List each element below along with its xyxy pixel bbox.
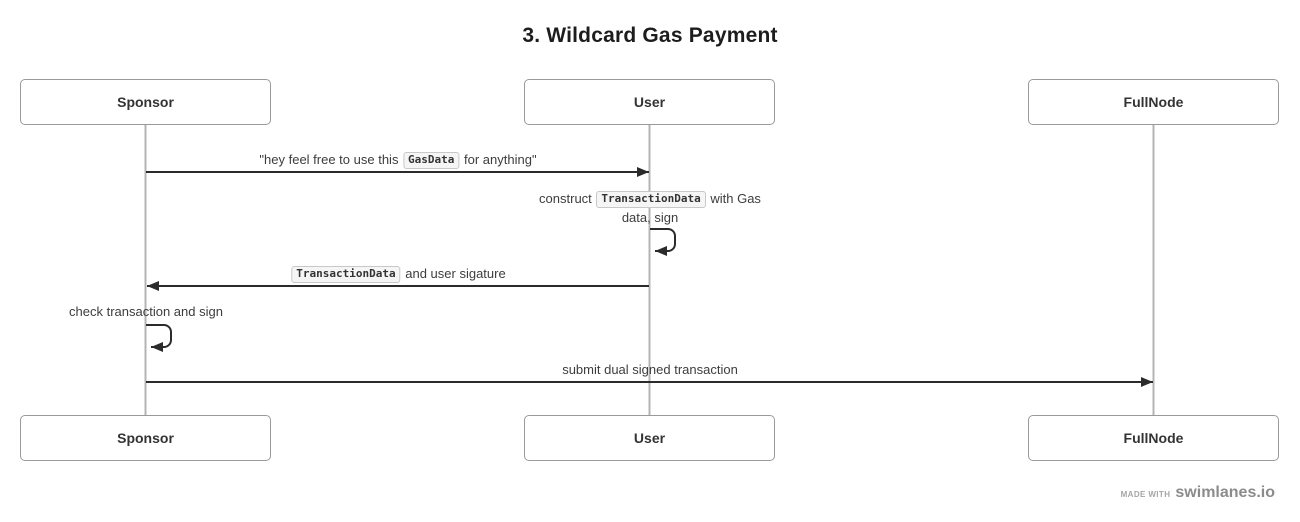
diagram-title: 3. Wildcard Gas Payment <box>522 24 778 47</box>
message-label-check-transaction: check transaction and sign <box>69 302 223 321</box>
actor-label-fullnode: FullNode <box>1123 94 1184 110</box>
message-text: and user sigature <box>401 266 506 281</box>
message-label-gasdata-offer: "hey feel free to use this GasData for a… <box>259 150 537 169</box>
actor-box-fullnode-bottom: FullNode <box>1028 415 1279 461</box>
actor-label-sponsor: Sponsor <box>117 430 174 446</box>
actor-box-user-top: User <box>524 79 775 125</box>
footer: MADE WITH swimlanes.io <box>1121 484 1275 502</box>
actor-box-user-bottom: User <box>524 415 775 461</box>
code-chip-transactiondata: TransactionData <box>596 191 706 208</box>
message-text: with Gas data, sign <box>621 191 761 225</box>
message-text: check transaction and sign <box>69 304 223 319</box>
self-loop-user <box>650 228 676 256</box>
message-text: for anything" <box>460 152 537 167</box>
message-text: "hey feel free to use this <box>259 152 403 167</box>
message-text: submit dual signed transaction <box>562 362 738 377</box>
message-label-construct-transaction: construct TransactionData with Gas data,… <box>525 189 775 227</box>
actor-box-sponsor-bottom: Sponsor <box>20 415 271 461</box>
actor-label-user: User <box>633 94 666 110</box>
message-label-transactiondata-signature: TransactionData and user sigature <box>290 264 506 283</box>
message-label-submit-transaction: submit dual signed transaction <box>562 360 738 379</box>
actor-label-fullnode: FullNode <box>1123 430 1184 446</box>
code-chip-transactiondata: TransactionData <box>291 266 401 283</box>
made-with-label: MADE WITH <box>1120 490 1171 499</box>
self-loop-sponsor <box>146 324 172 352</box>
swimlanes-brand-link[interactable]: swimlanes.io <box>1175 484 1275 501</box>
actor-label-user: User <box>633 430 666 446</box>
code-chip-gasdata: GasData <box>403 152 460 169</box>
actor-box-sponsor-top: Sponsor <box>20 79 271 125</box>
message-text: construct <box>539 191 596 206</box>
actor-label-sponsor: Sponsor <box>117 94 174 110</box>
actor-box-fullnode-top: FullNode <box>1028 79 1279 125</box>
